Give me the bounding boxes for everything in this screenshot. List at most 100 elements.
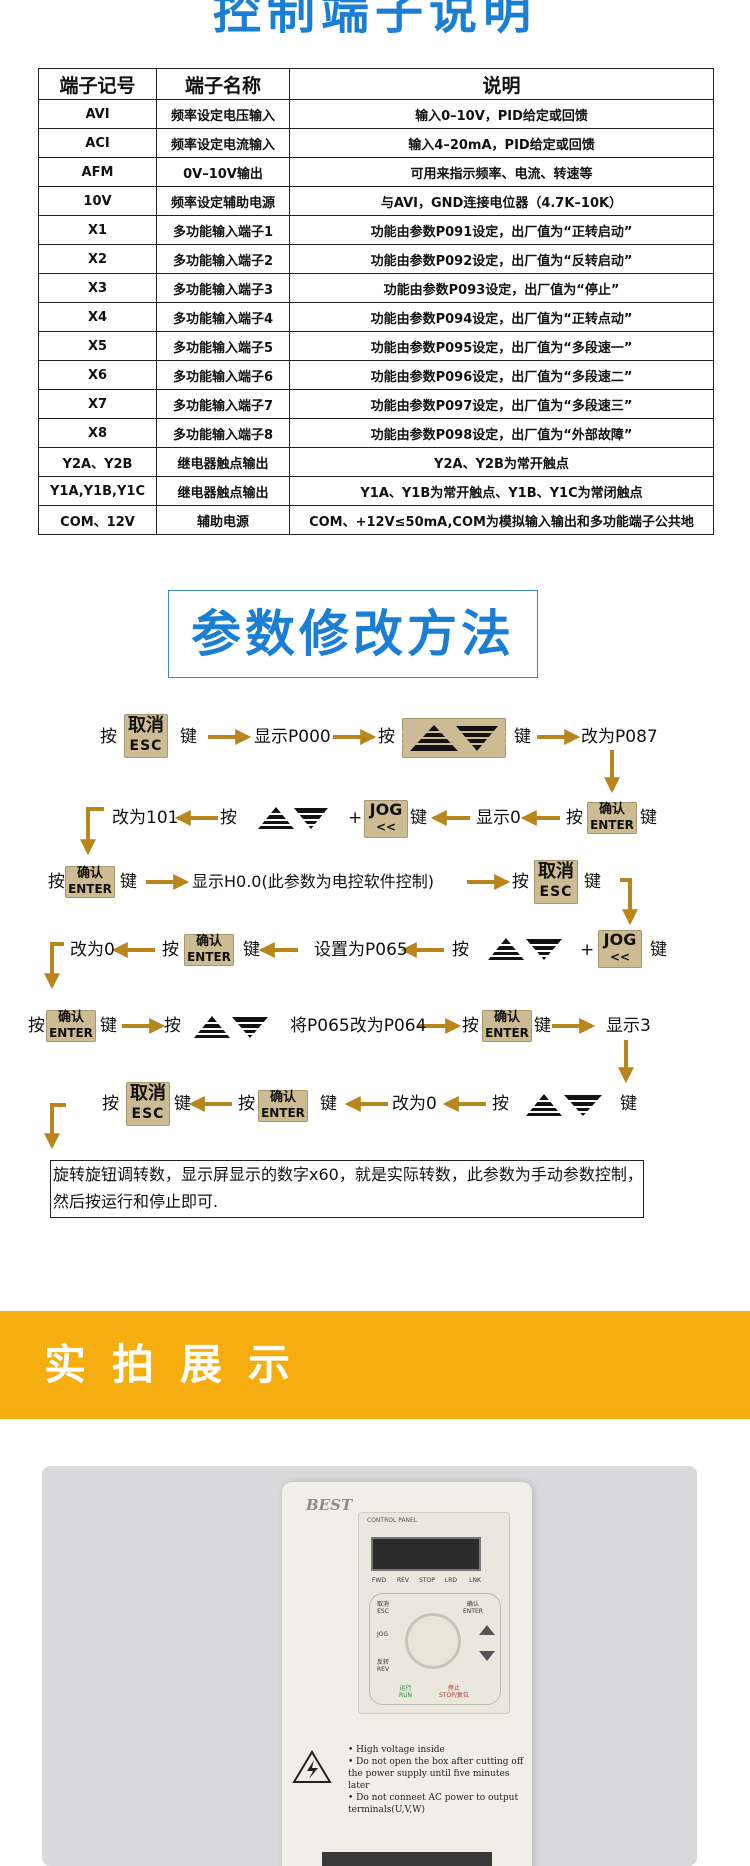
device-esc-key: 取消 ESC bbox=[377, 1601, 390, 1615]
high-voltage-warning-icon bbox=[292, 1750, 332, 1783]
terminal-name-cell: 0V–10V输出 bbox=[156, 157, 290, 187]
device-arrow-keys-icon bbox=[479, 1625, 495, 1661]
terminal-desc-cell: 可用来指示频率、电流、转速等 bbox=[289, 157, 714, 187]
text-key: 键 bbox=[620, 1094, 637, 1114]
text-press: 按 bbox=[462, 1016, 479, 1036]
up-down-keys bbox=[402, 718, 506, 758]
terminal-code-cell: X3 bbox=[38, 273, 157, 303]
terminal-desc-cell: 功能由参数P098设定，出厂值为“外部故障” bbox=[289, 418, 714, 448]
key-label: ESC bbox=[131, 1106, 165, 1122]
terminal-name-cell: 多功能输入端子5 bbox=[156, 331, 290, 361]
up-down-arrow-icon bbox=[402, 725, 506, 751]
terminal-desc-cell: 功能由参数P095设定，出厂值为“多段速一” bbox=[289, 331, 714, 361]
text-press: 按 bbox=[162, 940, 179, 960]
device-stop-key: 停止 STOP/复位 bbox=[439, 1685, 469, 1699]
warning-label: • High voltage inside • Do not open the … bbox=[292, 1744, 524, 1816]
warning-text: • Do not conneet AC power to output term… bbox=[348, 1793, 519, 1815]
led-label: LNK bbox=[469, 1577, 481, 1584]
text-key: 键 bbox=[100, 1016, 117, 1036]
speed-knob bbox=[405, 1613, 461, 1669]
led-label: FWD bbox=[371, 1577, 386, 1584]
text-press: 按 bbox=[100, 727, 117, 747]
lcd-display bbox=[371, 1537, 481, 1571]
text-press: 按 bbox=[28, 1016, 45, 1036]
key-label: ENTER bbox=[590, 818, 634, 832]
warning-text: • Do not open the box after cutting off … bbox=[348, 1757, 524, 1791]
text-key: 键 bbox=[243, 940, 260, 960]
text-key: 键 bbox=[514, 727, 531, 747]
key-label: ENTER bbox=[68, 882, 112, 896]
header-cell: 端子记号 bbox=[38, 68, 157, 100]
step-show-0: 显示0 bbox=[476, 808, 521, 828]
terminal-name-cell: 多功能输入端子7 bbox=[156, 389, 290, 419]
text-press: 按 bbox=[102, 1094, 119, 1114]
key-label: 确认 bbox=[195, 934, 222, 949]
photo-section-banner: 实拍展示 bbox=[0, 1311, 750, 1419]
text-plus: + bbox=[348, 808, 363, 828]
text-press: 按 bbox=[48, 872, 65, 892]
key-label: << bbox=[609, 950, 631, 964]
device-brand-logo: BEST bbox=[306, 1496, 353, 1514]
text-key: 键 bbox=[120, 872, 137, 892]
terminal-name-cell: 继电器触点输出 bbox=[156, 447, 290, 477]
terminal-desc-cell: Y1A、Y1B为常开触点、Y1B、Y1C为常闭触点 bbox=[289, 476, 714, 506]
jog-key: JOG<< bbox=[598, 930, 642, 968]
arrow-turn-down bbox=[620, 878, 638, 926]
terminal-name-cell: 多功能输入端子1 bbox=[156, 215, 290, 245]
up-down-keys bbox=[524, 1088, 606, 1122]
key-label: ENTER bbox=[49, 1026, 93, 1040]
key-label: ENTER bbox=[261, 1106, 305, 1120]
arrow-turn-down bbox=[80, 807, 104, 856]
key-label: 确认 bbox=[76, 866, 103, 881]
terminal-desc-cell: 输入4–20mA，PID给定或回馈 bbox=[289, 128, 714, 158]
device-run-key: 运行 RUN bbox=[399, 1685, 413, 1699]
step-to-0: 改为0 bbox=[70, 940, 115, 960]
terminal-code-cell: X4 bbox=[38, 302, 157, 332]
terminal-code-cell: COM、12V bbox=[38, 505, 157, 535]
terminal-desc-cell: 与AVI，GND连接电位器（4.7K–10K） bbox=[289, 186, 714, 216]
terminal-desc-cell: 功能由参数P093设定，出厂值为“停止” bbox=[289, 273, 714, 303]
key-label: ENTER bbox=[485, 1026, 529, 1040]
terminal-name-cell: 继电器触点输出 bbox=[156, 476, 290, 506]
text-press: 按 bbox=[512, 872, 529, 892]
terminal-name-cell: 多功能输入端子4 bbox=[156, 302, 290, 332]
key-label: 确认 bbox=[493, 1010, 520, 1025]
step-to-0: 改为0 bbox=[392, 1094, 437, 1114]
text-plus: + bbox=[580, 940, 595, 960]
terminal-name-cell: 频率设定电流输入 bbox=[156, 128, 290, 158]
table-header-row: 端子记号 端子名称 说明 bbox=[38, 68, 714, 100]
up-down-keys bbox=[192, 1010, 272, 1044]
terminal-code-cell: X7 bbox=[38, 389, 157, 419]
warning-text: • High voltage inside bbox=[348, 1745, 445, 1755]
terminal-name-cell: 辅助电源 bbox=[156, 505, 290, 535]
text-press: 按 bbox=[566, 808, 583, 828]
text-key: 键 bbox=[320, 1094, 337, 1114]
device-enter-key: 确认 ENTER bbox=[463, 1601, 483, 1615]
text-press: 按 bbox=[492, 1094, 509, 1114]
terminal-name-cell: 频率设定电压输入 bbox=[156, 99, 290, 129]
text-press: 按 bbox=[452, 940, 469, 960]
up-down-arrow-icon bbox=[524, 1094, 606, 1116]
text-key: 键 bbox=[584, 872, 601, 892]
param-method-title: 参数修改方法 bbox=[168, 590, 538, 678]
flow-arrows bbox=[44, 729, 638, 1150]
key-label: ESC bbox=[129, 738, 163, 754]
